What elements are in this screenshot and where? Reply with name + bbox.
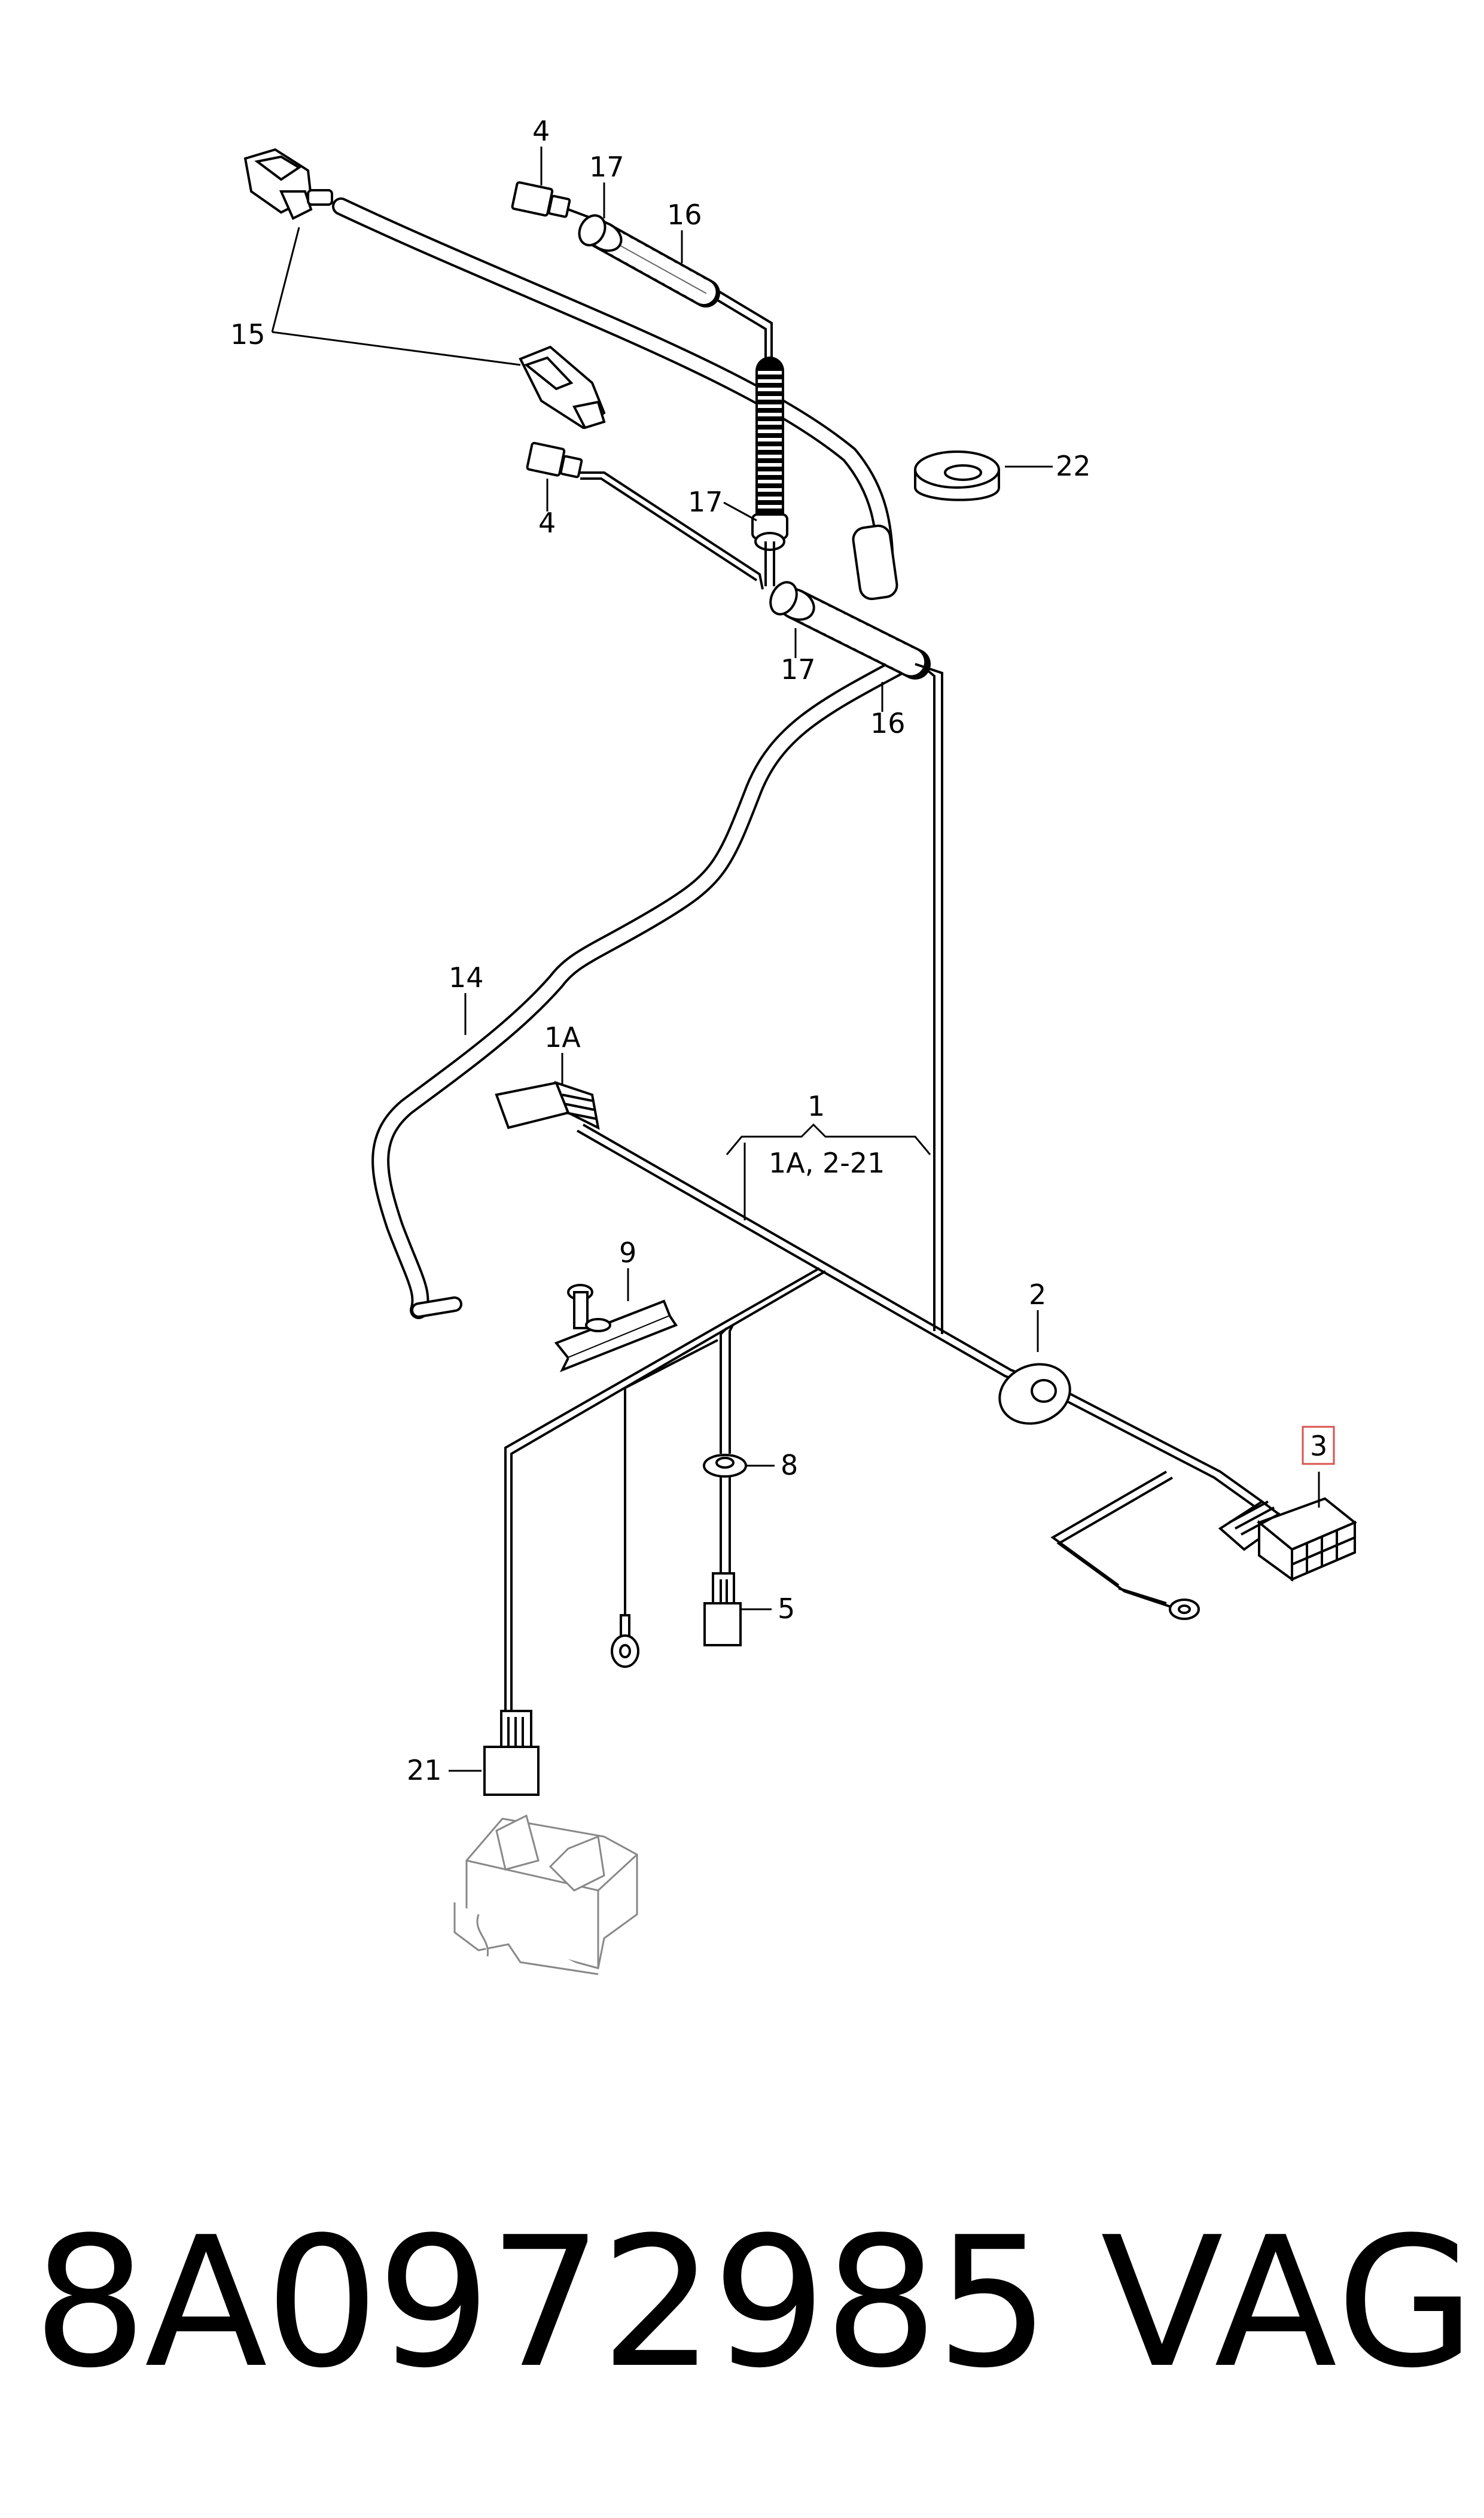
callout-17-low: 17 (781, 653, 816, 686)
connector-4-top (511, 181, 571, 218)
callout-14: 14 (449, 961, 484, 994)
bracket-1 (726, 1123, 931, 1220)
callout-17-mid: 17 (688, 486, 723, 518)
ground-bolt-9 (554, 1284, 678, 1372)
switch-15-lower (519, 345, 606, 430)
callout-8: 8 (781, 1449, 798, 1481)
callout-1A: 1A (544, 1021, 581, 1054)
callout-1: 1 (807, 1090, 825, 1122)
callout-5: 5 (778, 1593, 795, 1625)
callout-15: 15 (230, 318, 266, 351)
callout-16-top: 16 (667, 199, 702, 231)
connector-21 (483, 1710, 540, 1796)
brand-name: VAG (1101, 2199, 1478, 2407)
callout-22: 22 (1056, 450, 1091, 482)
switch-15-top (243, 148, 333, 220)
callout-3-highlight-box (1302, 1426, 1335, 1465)
callout-4-mid: 4 (538, 507, 556, 539)
ground-ring-3 (1118, 1587, 1200, 1620)
grommet-17-top (578, 214, 623, 252)
callout-9: 9 (619, 1237, 636, 1269)
callout-16-low: 16 (870, 707, 906, 739)
part-number: 8A0972985 (33, 2199, 1050, 2407)
callout-4-top: 4 (532, 115, 550, 147)
connector-4-mid (526, 442, 583, 479)
grommet-17-low (769, 581, 815, 621)
corrugated-tube-16-low (780, 589, 931, 680)
ground-ring-left (611, 1614, 639, 1668)
grommet-2 (998, 1363, 1071, 1425)
main-trunk-wire (915, 663, 943, 1334)
callout-17-top: 17 (589, 151, 624, 183)
grommet-8 (703, 1454, 747, 1478)
callout-21: 21 (407, 1754, 442, 1786)
harness-1-wires (504, 1123, 1263, 1747)
callout-3: 3 (1310, 1430, 1327, 1462)
cable-15 (332, 197, 898, 601)
connector-1A (495, 1080, 600, 1130)
callout-labels: 4 17 16 15 22 17 4 17 16 14 1A 1 1A, 2-2… (230, 115, 1335, 1786)
grommet-22 (914, 450, 1000, 501)
cable-14 (371, 655, 912, 1319)
connector-5 (703, 1572, 742, 1646)
module-ghost (453, 1814, 638, 1975)
leader-lines (271, 147, 1320, 1772)
callout-1-range: 1A, 2-21 (769, 1147, 885, 1179)
callout-2: 2 (1029, 1278, 1046, 1311)
grommet-17-mid (751, 513, 788, 551)
connector-3 (1218, 1497, 1357, 1582)
